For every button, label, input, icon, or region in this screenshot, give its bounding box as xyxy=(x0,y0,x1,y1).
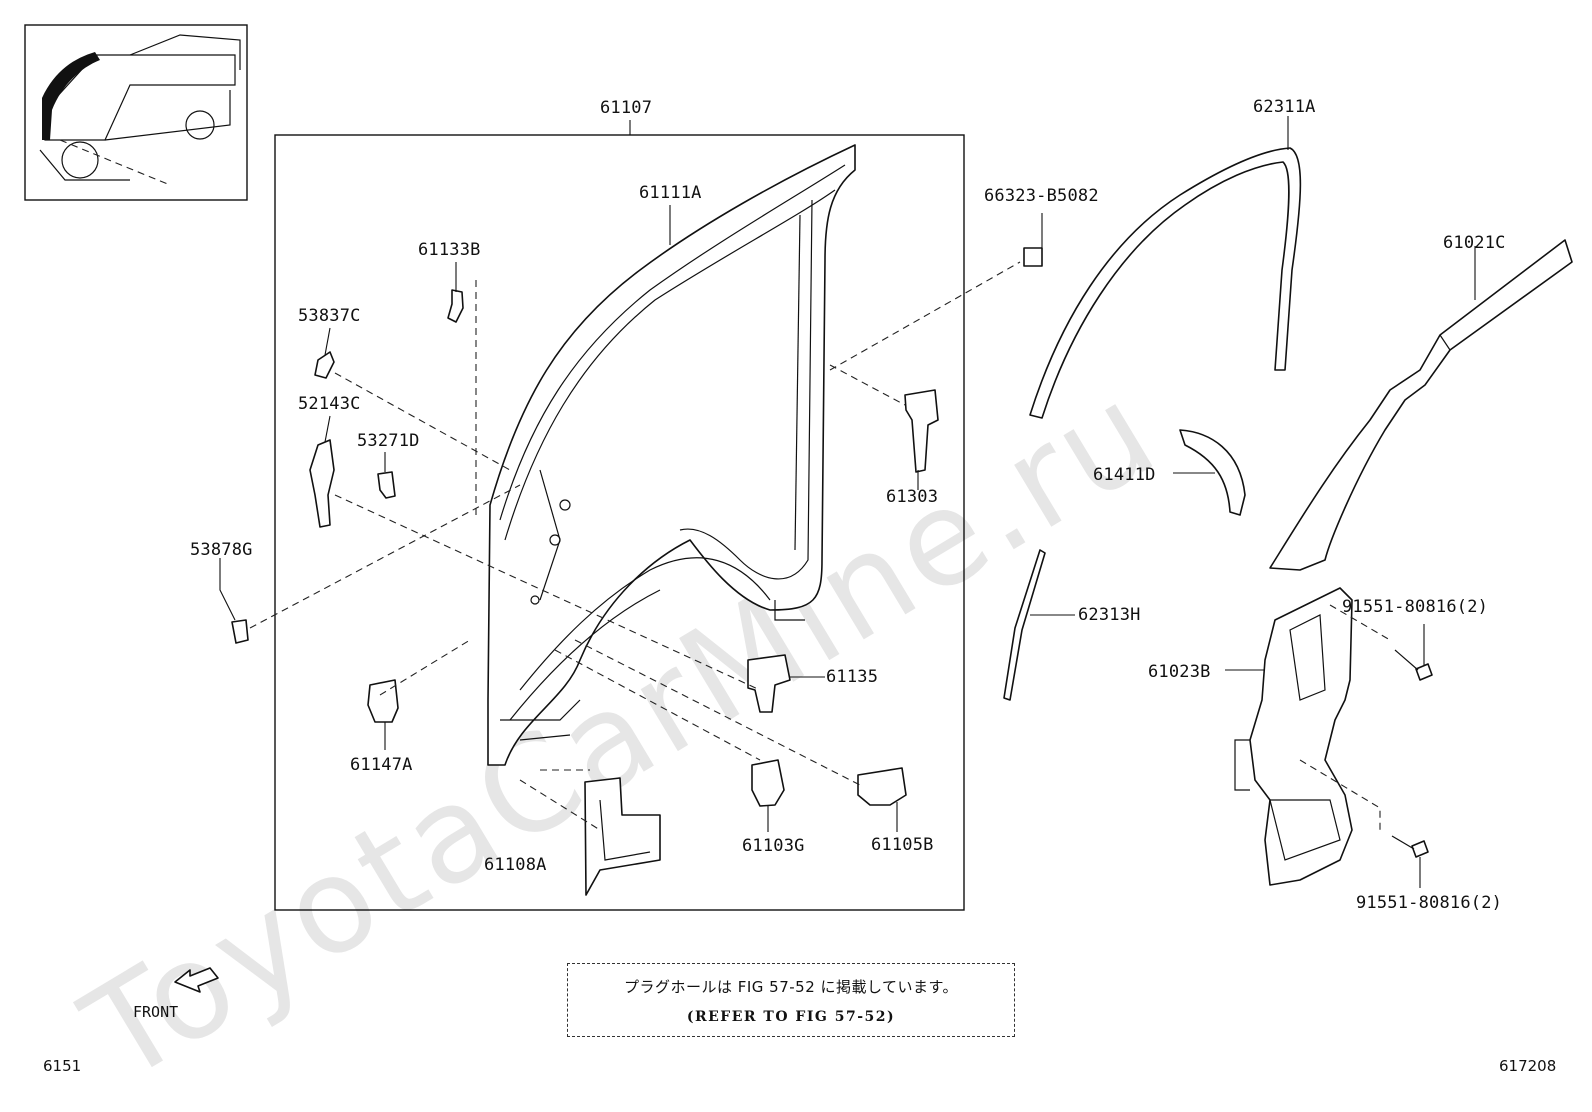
label-52143C: 52143C xyxy=(298,394,361,414)
label-61107: 61107 xyxy=(600,98,653,118)
part-61135 xyxy=(747,654,791,713)
part-61105B xyxy=(857,767,907,806)
label-66323-B5082: 66323-B5082 xyxy=(984,186,1099,206)
reference-note-jp: プラグホールは FIG 57-52 に掲載しています。 xyxy=(623,978,959,996)
label-53878G: 53878G xyxy=(190,540,253,560)
label-61105B: 61105B xyxy=(871,835,934,855)
label-61411D: 61411D xyxy=(1093,465,1156,485)
reference-note: プラグホールは FIG 57-52 に掲載しています。 (REFER TO FI… xyxy=(567,963,1015,1037)
part-62311A-weatherstrip xyxy=(1029,147,1302,419)
label-61108A: 61108A xyxy=(484,855,547,875)
label-53837C: 53837C xyxy=(298,306,361,326)
part-52143C xyxy=(309,439,335,528)
label-61023B: 61023B xyxy=(1148,662,1211,682)
label-53271D: 53271D xyxy=(357,431,420,451)
part-61303 xyxy=(904,389,939,473)
part-53878G xyxy=(231,619,249,644)
label-61133B: 61133B xyxy=(418,240,481,260)
label-91551-upper: 91551-80816(2) xyxy=(1342,597,1489,617)
part-53271D xyxy=(377,471,396,499)
label-62313H: 62313H xyxy=(1078,605,1141,625)
part-61147A xyxy=(367,679,399,723)
front-arrow-icon xyxy=(174,967,219,993)
part-61111A-pillar xyxy=(487,144,856,766)
figure-code-left: 6151 xyxy=(43,1057,82,1075)
bolt-91551-lower xyxy=(1411,840,1429,858)
label-91551-lower: 91551-80816(2) xyxy=(1356,893,1503,913)
part-53837C xyxy=(314,351,335,379)
label-61111A: 61111A xyxy=(639,183,702,203)
assembly-61107-frame xyxy=(274,134,965,911)
reference-note-en: (REFER TO FIG 57-52) xyxy=(686,1009,896,1025)
part-66323-clip xyxy=(1023,247,1043,267)
part-61108A xyxy=(584,777,661,896)
part-61023B xyxy=(1249,587,1353,886)
vehicle-thumbnail xyxy=(24,24,248,201)
part-62313H xyxy=(1003,549,1046,701)
part-61021C xyxy=(1269,239,1573,571)
part-61411D xyxy=(1179,429,1246,516)
part-61133B xyxy=(447,289,464,323)
figure-code-right: 617208 xyxy=(1499,1057,1557,1075)
front-label: FRONT xyxy=(133,1003,179,1021)
label-61303: 61303 xyxy=(886,487,939,507)
label-61147A: 61147A xyxy=(350,755,413,775)
label-61021C: 61021C xyxy=(1443,233,1506,253)
bolt-91551-upper xyxy=(1415,663,1433,681)
label-61135: 61135 xyxy=(826,667,879,687)
label-62311A: 62311A xyxy=(1253,97,1316,117)
part-61103G xyxy=(751,759,785,807)
label-61103G: 61103G xyxy=(742,836,805,856)
